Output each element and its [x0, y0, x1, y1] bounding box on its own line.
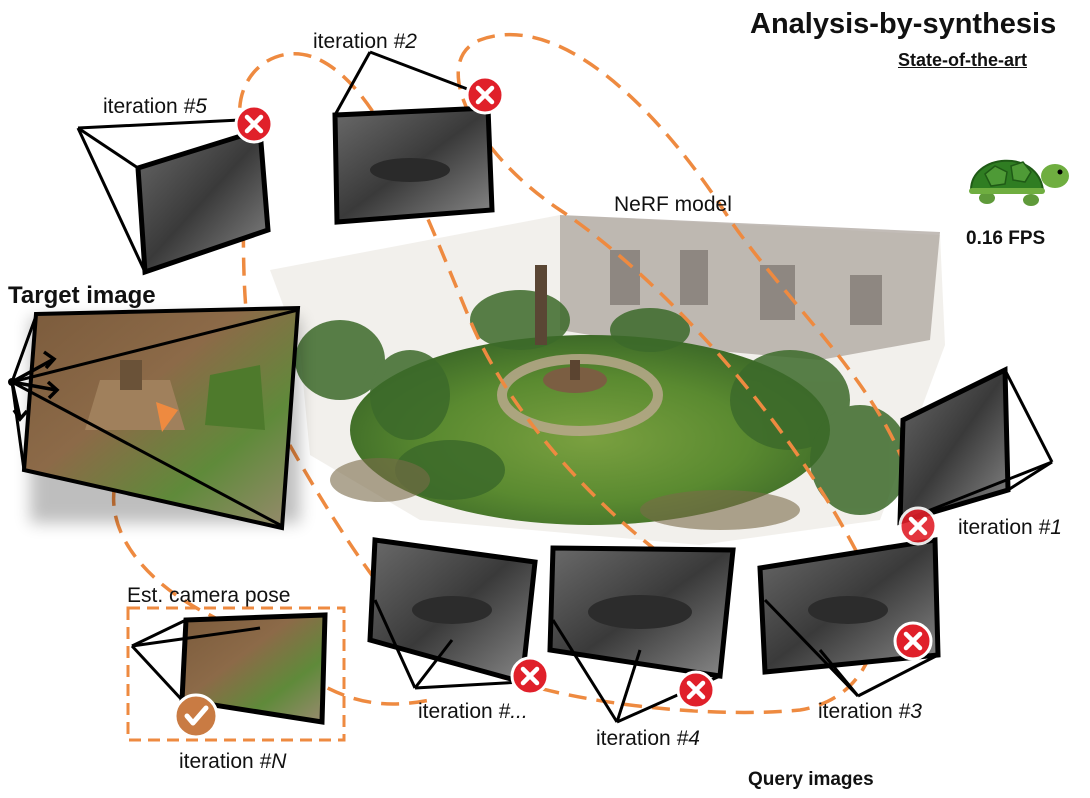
iteration-5-label: iteration #5 — [103, 95, 207, 118]
query-images-label: Query images — [748, 769, 874, 790]
nerf-model-label: NeRF model — [614, 193, 732, 216]
target-image-frame — [8, 305, 301, 531]
x-mark-icon — [893, 621, 933, 661]
iteration-2-label: iteration #2 — [313, 30, 417, 53]
diagram-title: Analysis-by-synthesis — [750, 8, 1057, 40]
camera-iteration-dots — [367, 537, 538, 690]
iteration-dots-label: iteration #... — [418, 700, 528, 723]
target-image-label: Target image — [8, 282, 156, 309]
speed-label: 0.16 FPS — [966, 228, 1046, 249]
camera-iteration-3 — [757, 537, 941, 698]
x-mark-icon — [898, 506, 938, 546]
camera-iteration-4 — [547, 545, 736, 724]
x-mark-icon — [234, 104, 274, 144]
iteration-3-label: iteration #3 — [818, 700, 922, 723]
camera-iteration-2 — [332, 50, 495, 225]
x-mark-icon — [465, 75, 505, 115]
camera-iteration-5 — [76, 118, 271, 276]
x-mark-icon — [676, 670, 716, 710]
camera-iteration-1 — [897, 366, 1054, 526]
check-mark-icon — [173, 693, 219, 739]
estimated-pose-label: Est. camera pose — [127, 584, 291, 607]
iteration-4-label: iteration #4 — [596, 727, 700, 750]
estimated-pose-box — [126, 606, 346, 742]
turtle-icon — [969, 159, 1069, 206]
x-mark-icon — [510, 656, 550, 696]
diagram-subtitle: State-of-the-art — [898, 50, 1027, 70]
nerf-model-scene — [270, 215, 945, 545]
iteration-n-label: iteration #N — [179, 750, 287, 773]
iteration-1-label: iteration #1 — [958, 516, 1062, 539]
